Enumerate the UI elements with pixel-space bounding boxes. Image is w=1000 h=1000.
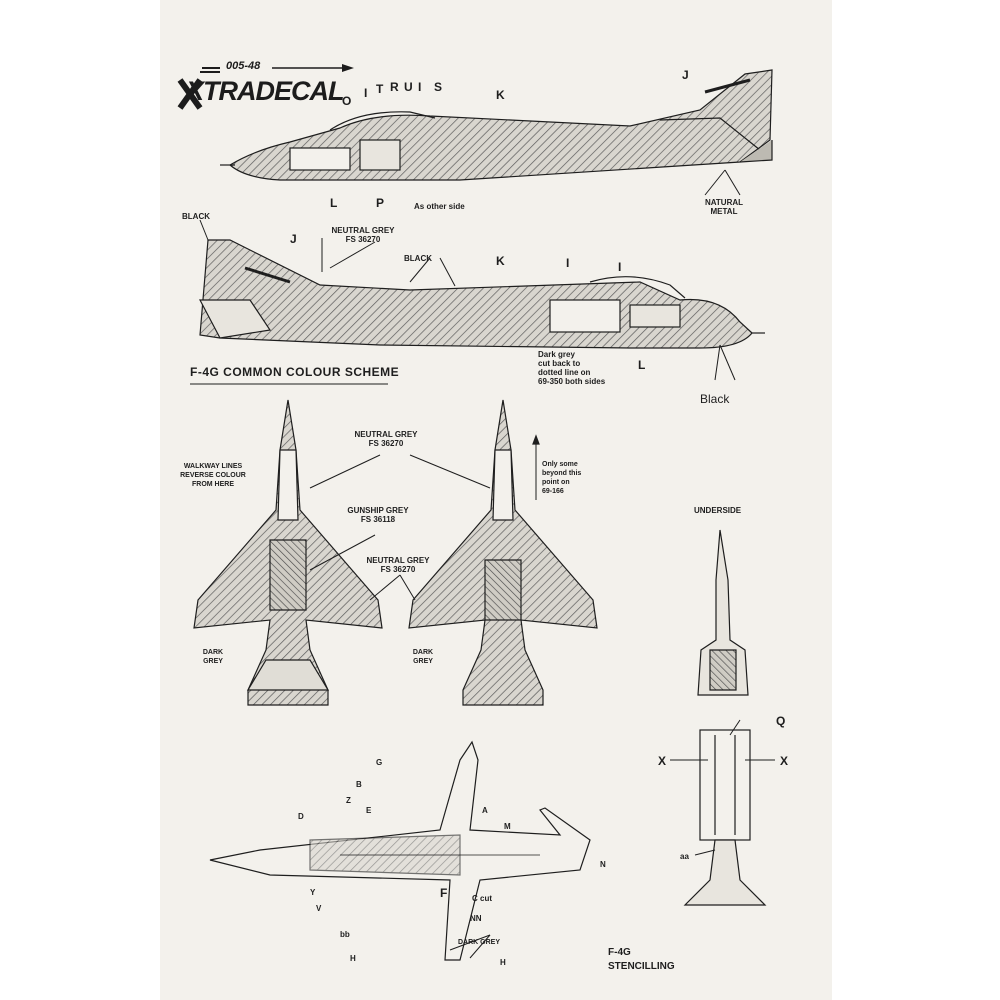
label-stencil-n: N — [600, 860, 606, 869]
label-black-tail: BLACK — [182, 212, 210, 221]
note-walkway: WALKWAY LINES REVERSE COLOUR FROM HERE — [180, 463, 246, 488]
stencil-view — [209, 740, 591, 961]
label-under-q: Q — [776, 714, 786, 728]
label-second-i1: I — [566, 256, 570, 270]
label-underside: UNDERSIDE — [694, 506, 742, 515]
plan-view-alt — [408, 399, 598, 706]
leader-lines — [199, 169, 775, 959]
label-top-k: K — [496, 88, 505, 102]
label-black-mid: BLACK — [404, 254, 432, 263]
label-black-nose: Black — [700, 392, 730, 406]
decal-instruction-sheet: 005-48 XTRADECAL — [160, 0, 832, 1000]
note-as-other-side: As other side — [414, 202, 465, 211]
label-stencil-z: Z — [346, 796, 351, 805]
label-stencil-h2: H — [500, 958, 506, 967]
label-stencil-y: Y — [310, 888, 316, 897]
label-top-t: T — [376, 82, 384, 96]
label-top-j: J — [682, 68, 689, 82]
side-view-second — [199, 239, 765, 349]
label-top-s: S — [434, 80, 443, 94]
side-view-top — [220, 69, 773, 181]
label-neutral-grey-low: NEUTRAL GREY FS 36270 — [366, 556, 430, 574]
label-stencil-h1: H — [350, 954, 356, 963]
brand-name: XTRADECAL — [186, 76, 344, 106]
brand-code: 005-48 — [226, 60, 261, 72]
label-top-o: O — [342, 94, 352, 108]
label-stencil-e: E — [366, 806, 372, 815]
label-stencil-m: M — [504, 822, 511, 831]
label-under-aa: aa — [680, 852, 689, 861]
underside-view — [697, 529, 749, 696]
label-second-i2: I — [618, 260, 622, 274]
label-stencil-a: A — [482, 806, 488, 815]
label-stencil-nn: NN — [470, 914, 482, 923]
brand-logo: 005-48 XTRADECAL — [172, 60, 362, 112]
label-top-p: P — [376, 196, 385, 210]
note-dark-grey-cut: Dark grey cut back to dotted line on 69-… — [538, 350, 606, 386]
stencil-title: F-4G STENCILLING — [608, 947, 675, 972]
label-dark-grey-left: DARK GREY — [202, 649, 224, 665]
label-neutral-grey-top: NEUTRAL GREY FS 36270 — [354, 430, 418, 448]
label-top-i1: I — [364, 86, 368, 100]
label-stencil-d: D — [298, 812, 304, 821]
label-stencil-c-cut: C cut — [472, 894, 492, 903]
label-gunship-grey: GUNSHIP GREY FS 36118 — [347, 506, 409, 524]
underside-stencil-view — [683, 729, 767, 906]
label-top-r: R — [390, 80, 399, 94]
label-under-x1: X — [658, 754, 667, 768]
label-top-l: L — [330, 196, 338, 210]
label-stencil-b: B — [356, 780, 362, 789]
label-stencil-dark-grey: DARK GREY — [458, 939, 501, 946]
label-top-u: U — [404, 80, 413, 94]
label-stencil-f: F — [440, 886, 448, 900]
label-dark-grey-right: DARK GREY — [412, 649, 434, 665]
label-stencil-v: V — [316, 904, 322, 913]
label-neutral-grey-side: NEUTRAL GREY FS 36270 — [331, 226, 395, 244]
label-stencil-g: G — [376, 758, 383, 767]
label-under-x2: X — [780, 754, 789, 768]
label-stencil-bb: bb — [340, 930, 350, 939]
note-natural-metal: NATURAL METAL — [704, 198, 744, 216]
note-only-some: Only some beyond this point on 69-166 — [542, 461, 582, 495]
brand-speedlines — [177, 64, 354, 110]
aircraft-drawings — [193, 69, 775, 961]
plan-view-upper — [193, 399, 383, 706]
label-top-i2: I — [418, 80, 422, 94]
label-second-k: K — [496, 254, 505, 268]
label-second-l: L — [638, 358, 646, 372]
label-second-j: J — [290, 232, 297, 246]
scheme-title: F-4G COMMON COLOUR SCHEME — [190, 365, 400, 379]
